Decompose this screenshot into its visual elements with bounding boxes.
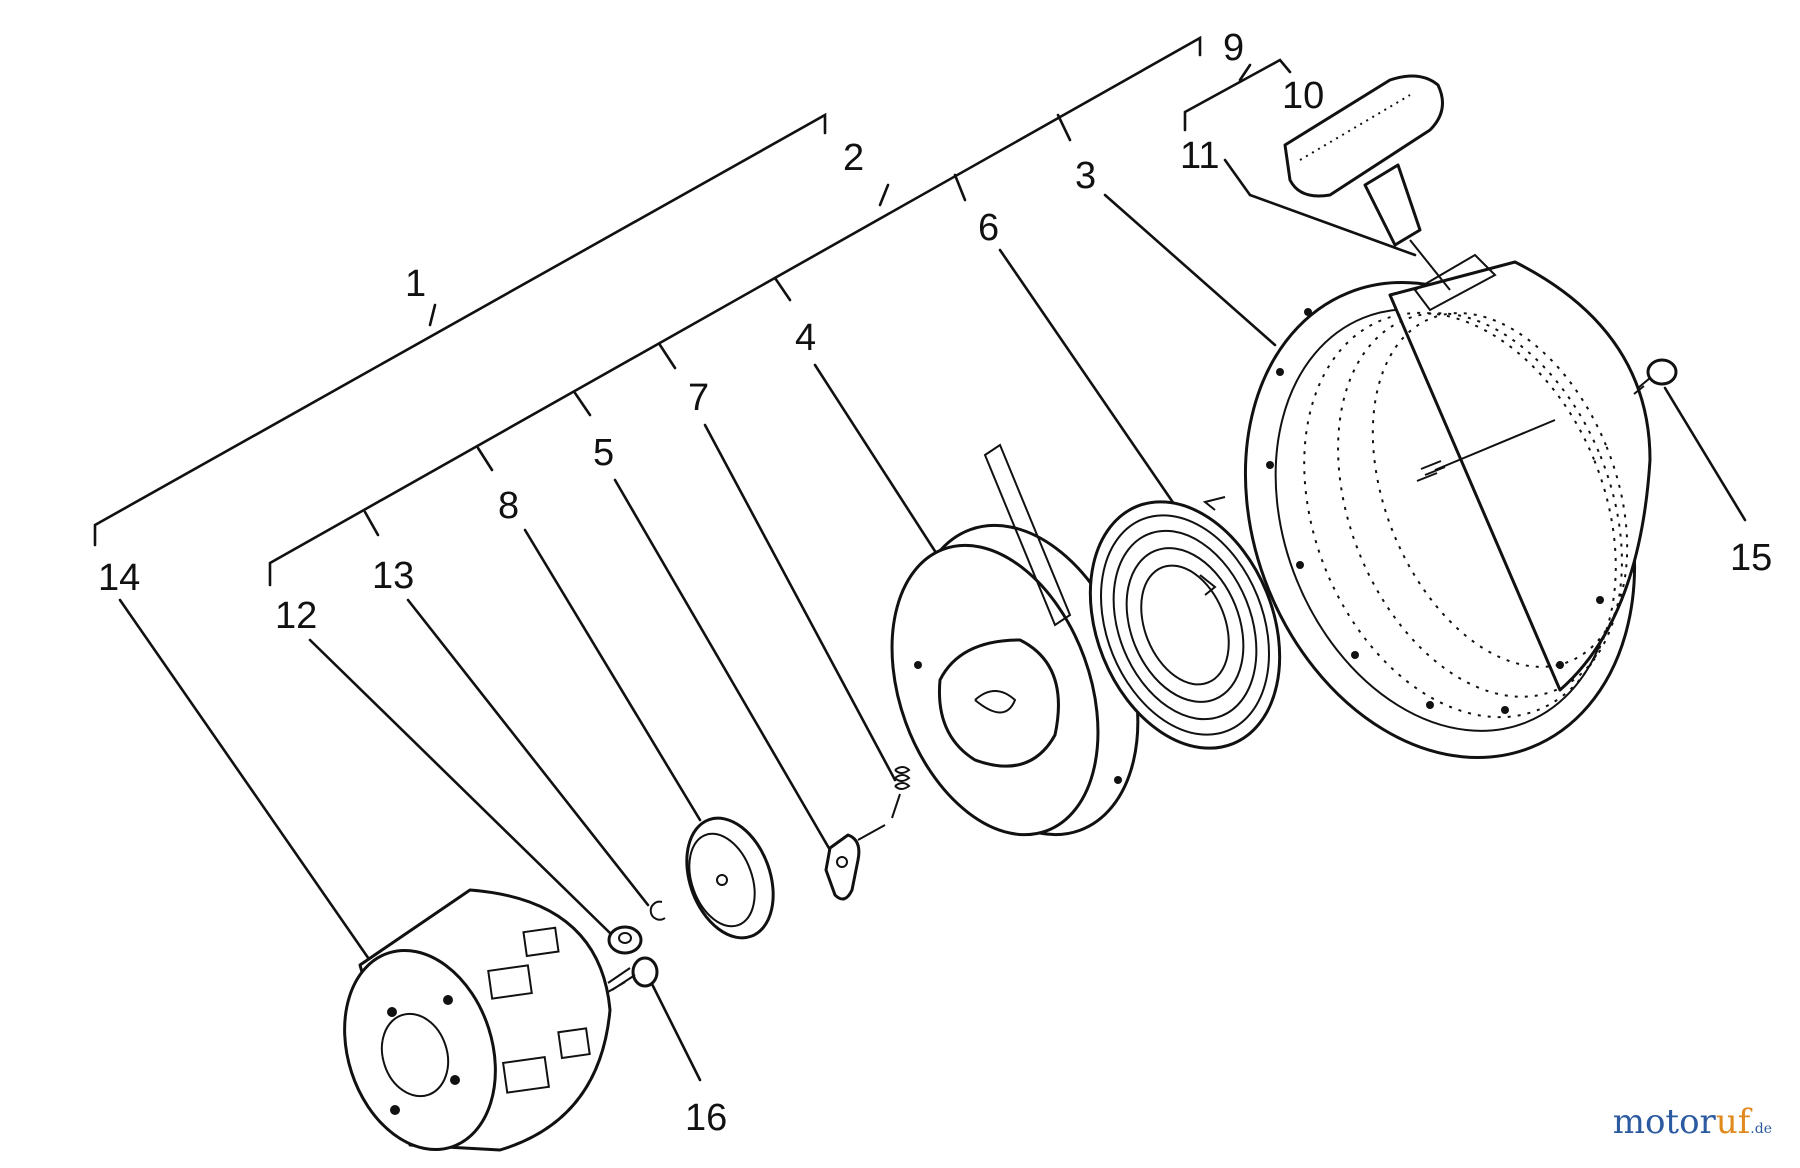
callout-4: 4 (795, 317, 816, 359)
callout-5: 5 (593, 432, 614, 474)
callout-6: 6 (978, 207, 999, 249)
bracket-tick-2 (878, 183, 890, 207)
leader-7 (703, 423, 897, 782)
part-7-spring (891, 766, 911, 819)
watermark-part-3: .de (1750, 1121, 1772, 1137)
watermark-part-2: uf (1715, 1102, 1751, 1142)
bracket-tick-13 (363, 510, 380, 537)
bracket-group-2 (268, 35, 1202, 587)
watermark-part-1: motor (1612, 1102, 1716, 1142)
bracket-tick-9 (1238, 63, 1252, 82)
part-13-clip (649, 900, 666, 921)
leader-11 (1223, 158, 1252, 197)
bracket-group-1 (93, 112, 827, 547)
callout-labels: 1 2 3 4 5 6 7 8 9 10 11 12 13 14 15 16 (98, 27, 1772, 1139)
part-11-rope (1409, 239, 1497, 312)
bracket-tick-1 (428, 303, 437, 327)
leader-6 (998, 248, 1187, 522)
callout-13: 13 (372, 555, 414, 597)
callout-8: 8 (498, 485, 519, 527)
callout-10: 10 (1282, 75, 1324, 117)
bracket-lines (93, 35, 1292, 587)
part-12-nut (607, 925, 643, 955)
bracket-group-9 (1183, 58, 1292, 132)
part-14-starter-cup (343, 888, 612, 1152)
callout-3: 3 (1075, 155, 1096, 197)
bracket-tick-8 (476, 446, 494, 472)
leader-11b (1248, 193, 1417, 257)
leader-13 (406, 598, 650, 907)
bracket-tick-5 (573, 391, 592, 417)
bracket-tick-4 (773, 276, 792, 302)
bracket-tick-7 (658, 343, 677, 370)
part-15-screw (1633, 358, 1678, 395)
part-8-friction-plate (685, 816, 775, 940)
part-4-pulley (890, 443, 1140, 837)
bracket-tick-6 (953, 173, 967, 202)
leader-5 (613, 478, 832, 852)
leader-lines (118, 158, 1747, 1082)
leader-8 (523, 528, 702, 822)
callout-2: 2 (843, 137, 864, 179)
callout-12: 12 (275, 595, 317, 637)
leader-12 (308, 638, 614, 937)
callout-15: 15 (1730, 537, 1772, 579)
callout-7: 7 (688, 377, 709, 419)
part-6-recoil-spring (1088, 496, 1282, 750)
callout-16: 16 (685, 1097, 727, 1139)
part-10-handle (1283, 74, 1444, 247)
leader-3 (1103, 193, 1277, 347)
bracket-tick-3 (1056, 113, 1072, 142)
callout-14: 14 (98, 557, 140, 599)
callout-1: 1 (405, 263, 426, 305)
leader-15 (1663, 386, 1747, 522)
callout-11: 11 (1180, 135, 1219, 177)
watermark-logo: motoruf.de (1613, 1102, 1772, 1142)
part-5-pawl (824, 824, 886, 901)
leader-14 (118, 598, 382, 977)
part-16-screw (607, 956, 659, 993)
part-3-housing (1243, 260, 1652, 759)
callout-9: 9 (1223, 27, 1244, 69)
